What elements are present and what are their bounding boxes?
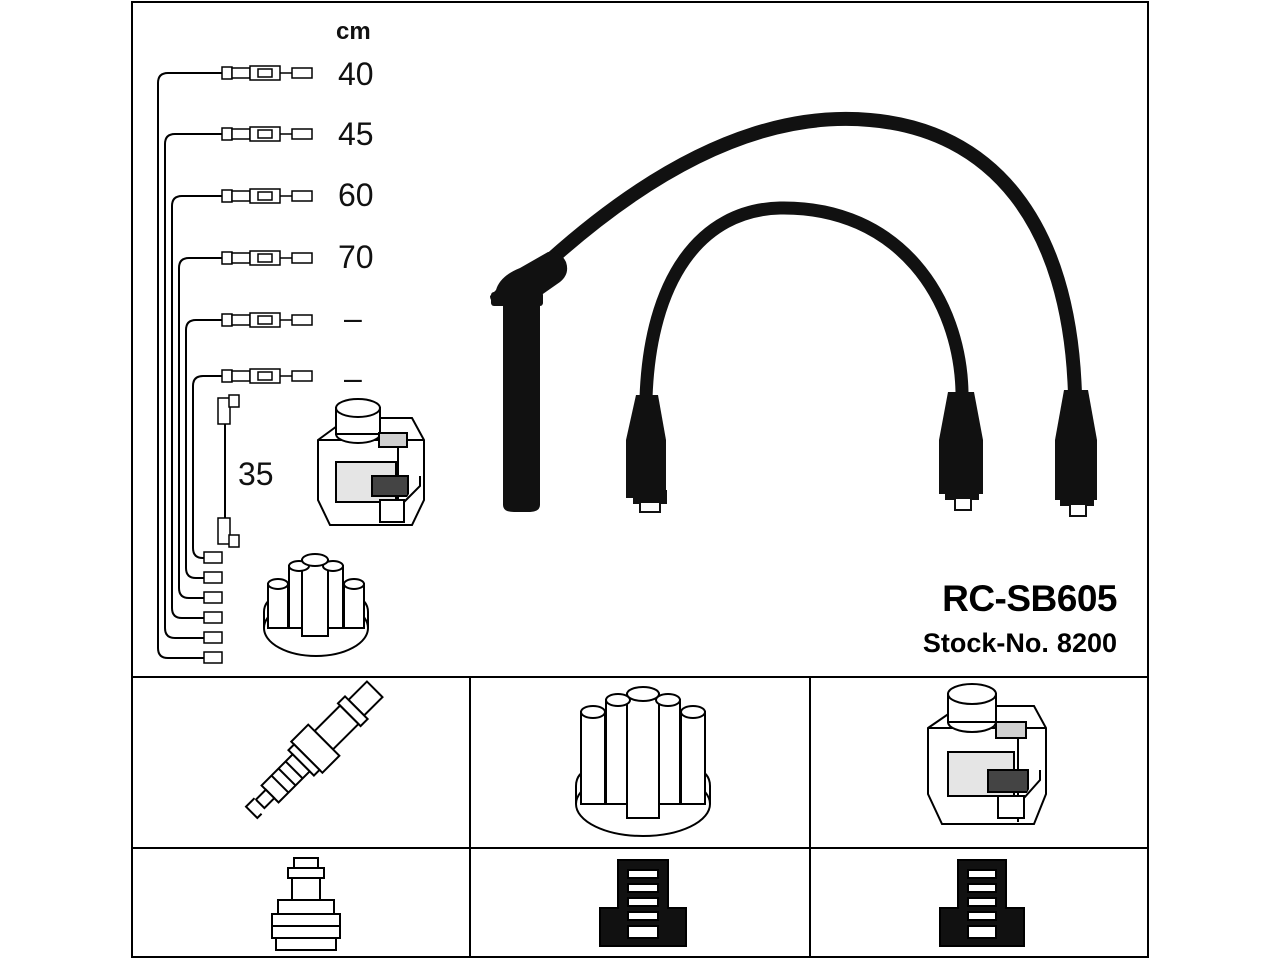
coil-lead-schematic [217,394,240,548]
ignition-cable-set [490,112,1097,517]
lead-length-1: 40 [338,56,374,92]
lead-length-2: 45 [338,116,374,152]
unit-label: cm [336,18,371,45]
stock-number: 8200 [1056,628,1117,658]
lead-length-6: – [344,360,362,396]
stock-label: Stock-No. [922,628,1049,658]
part-number: RC-SB605 [942,578,1117,619]
plug-terminal-icon [271,857,341,951]
frame [131,1,1149,958]
ignition-coil-icon [927,683,1047,825]
lead-connector-2 [221,126,313,142]
coil-terminal-icon [939,859,1025,947]
end-sockets [203,551,223,664]
spark-plug-icon [244,680,384,820]
lead-schematic [157,72,222,659]
distributor-cap-small-icon [263,553,369,657]
lead-length-3: 60 [338,177,374,213]
spark-plug-boot-icon [490,251,568,512]
lead-length-4: 70 [338,239,374,275]
ignition-coil-small-icon [317,398,425,526]
coil-lead-length: 35 [238,456,274,492]
lead-connector-4 [221,250,313,266]
cable-boots [626,390,1097,506]
stock-number-line: Stock-No.8200 [923,628,1117,659]
cap-terminal-icon [599,859,687,947]
lead-length-5: – [344,300,362,336]
distributor-cap-icon [575,686,711,837]
lead-connector-6 [221,368,313,384]
lead-connector-3 [221,188,313,204]
lead-connector-1 [221,65,313,81]
lead-connectors [221,65,313,384]
lead-connector-5 [221,312,313,328]
